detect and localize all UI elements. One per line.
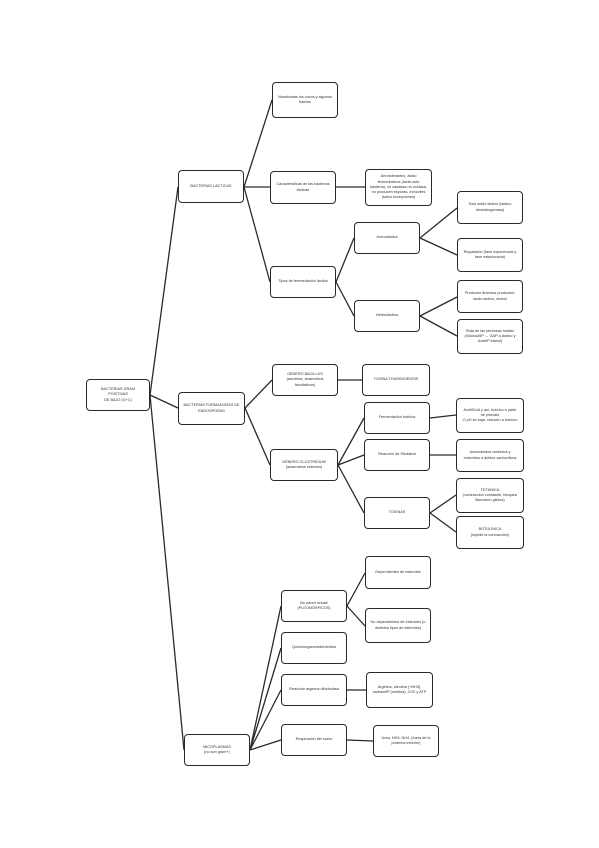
link-clos-ferm: [337, 417, 365, 466]
link-hetero-2: [419, 315, 458, 337]
link-tipos-homo: [335, 237, 355, 283]
link-mico-quimio: [249, 647, 282, 751]
lac-nombre-node: Nombradas los cocos y algunos bacilos: [272, 82, 338, 118]
endosporas-node: BACTERIAS FORMADORAS DE ENDOSPORAS: [178, 392, 245, 425]
link-resp-desc: [346, 739, 374, 742]
clos-reac-desc-label: Aminoácidos oxidados y reducidos a ácido…: [463, 450, 517, 460]
link-clos-toxinas: [337, 464, 365, 514]
mico-arginina-label: Reacción arginina dihidrolasa: [289, 687, 339, 692]
link-root-endosporas: [149, 394, 179, 409]
mico-resp-desc-label: Urea, NH3, NH4, (fuera de la proteína ex…: [381, 735, 431, 745]
link-lacticas-nombre: [243, 99, 273, 188]
lacticas-label: BACTERIAS LÁCTICAS: [190, 183, 232, 188]
link-toxinas-botulinica: [429, 512, 457, 533]
lac-caract-desc-node: Aerotolerantes, ácido fermentativos (lac…: [365, 169, 432, 206]
bac-toxina-label: TOXINA THURINGIENSIS: [373, 377, 419, 382]
link-root-lacticas: [149, 186, 179, 396]
micoplasmas-label: MICOPLASMAS (no son gram+): [203, 744, 231, 754]
mico-dep-label: Dependientes de esteroles: [375, 569, 421, 574]
lac-caract-label: Características de las bacterias láctica…: [276, 182, 330, 192]
lac-tipos-label: Tipos de fermentación láctica: [278, 279, 328, 284]
mico-arg-desc-node: Arginina, citrulina (+NH3), carbamilP (o…: [366, 672, 433, 708]
lac-caract-node: Características de las bacterias láctica…: [270, 171, 336, 204]
micoplasmas-node: MICOPLASMAS (no son gram+): [184, 734, 250, 766]
homo-2-label: Regulación (fase exponencial y fase esta…: [463, 249, 517, 259]
toxinas-node: TOXINAS: [364, 497, 430, 529]
tox-tetanica-node: TETÁNICA (contracción constante, bloquea…: [456, 478, 524, 513]
clos-reac-label: Reacción de Stickland: [378, 452, 416, 457]
homo-2-node: Regulación (fase exponencial y fase esta…: [457, 238, 523, 272]
bacillus-node: GÉNERO BACILLUS (aerobios, anaerobios fa…: [272, 364, 338, 396]
lac-tipos-node: Tipos de fermentación láctica: [270, 266, 336, 298]
mico-nodep-node: No dependientes de esteroles (o distinto…: [365, 608, 431, 643]
link-pared-nodep: [346, 605, 366, 627]
link-endo-bacillus: [244, 379, 273, 409]
mico-quimio-node: Quimioorganoheterótrofos: [281, 632, 347, 664]
hetero-1-node: Producen diversos productos: ácido lácti…: [457, 280, 523, 313]
clostridium-node: GÉNERO CLOSTRIDIUM (anaerobios estrictos…: [270, 449, 338, 481]
tox-botulinica-label: BOTULÍNICA (impide la contracción): [470, 527, 510, 537]
homolactica-node: Homoláctica: [354, 222, 420, 254]
link-pared-dep: [346, 572, 366, 607]
mico-arginina-node: Reacción arginina dihidrolasa: [281, 674, 347, 706]
hetero-2-label: Ruta de las pentosas fosfato (Xilulosa5P…: [464, 328, 516, 344]
mico-pared-label: No pared celular (PLEOMÓRFICOS): [297, 600, 331, 610]
mico-resp-label: Respiración del suero: [295, 737, 333, 742]
link-hetero-1: [419, 296, 458, 317]
link-tipos-hetero: [335, 281, 355, 317]
hetero-1-label: Producen diversos productos: ácido lácti…: [464, 291, 516, 301]
homo-1-label: Solo ácido láctico (lactico deshidrogena…: [468, 202, 512, 212]
clos-ferm-desc-node: AcetilCoA y así, butírico a partir de pi…: [456, 398, 524, 433]
toxinas-label: TOXINAS: [388, 510, 406, 515]
endosporas-label: BACTERIAS FORMADORAS DE ENDOSPORAS: [183, 403, 240, 413]
mico-quimio-label: Quimioorganoheterótrofos: [291, 645, 337, 650]
bacillus-label: GÉNERO BACILLUS (aerobios, anaerobios fa…: [286, 372, 324, 387]
mico-resp-node: Respiración del suero: [281, 724, 347, 756]
heterolactica-label: Heteroláctica: [375, 313, 399, 318]
clos-ferm-node: Fermentación butírica: [364, 402, 430, 434]
link-clos-reac: [337, 454, 365, 466]
lac-nombre-label: Nombradas los cocos y algunos bacilos: [278, 94, 332, 104]
mico-resp-desc-node: Urea, NH3, NH4, (fuera de la proteína ex…: [373, 725, 439, 757]
mico-arg-desc-label: Arginina, citrulina (+NH3), carbamilP (o…: [372, 684, 427, 694]
root-node: BACTERIAS GRAM POSITIVAS DE BAJO (G+C): [86, 379, 150, 411]
link-mico-pared: [249, 605, 282, 751]
mico-dep-node: Dependientes de esteroles: [365, 556, 431, 589]
link-endo-clostridium: [244, 407, 271, 466]
tox-tetanica-label: TETÁNICA (contracción constante, bloquea…: [463, 487, 517, 503]
clos-ferm-label: Fermentación butírica: [378, 415, 416, 420]
hetero-2-node: Ruta de las pentosas fosfato (Xilulosa5P…: [457, 319, 523, 354]
link-homo-1: [419, 207, 458, 239]
link-mico-arginina: [249, 689, 282, 751]
link-mico-resp: [249, 739, 282, 751]
clos-ferm-desc-label: AcetilCoA y así, butírico a partir de pi…: [462, 407, 518, 423]
link-ferm-desc: [429, 414, 457, 419]
lac-caract-desc-label: Aerotolerantes, ácido fermentativos (lac…: [370, 174, 427, 200]
clostridium-label: GÉNERO CLOSTRIDIUM (anaerobios estrictos…: [282, 459, 326, 469]
tox-botulinica-node: BOTULÍNICA (impide la contracción): [456, 516, 524, 549]
link-homo-2: [419, 237, 458, 256]
homolactica-label: Homoláctica: [376, 235, 398, 240]
mico-pared-node: No pared celular (PLEOMÓRFICOS): [281, 590, 347, 622]
homo-1-node: Solo ácido láctico (lactico deshidrogena…: [457, 191, 523, 224]
lacticas-node: BACTERIAS LÁCTICAS: [178, 170, 244, 203]
heterolactica-node: Heteroláctica: [354, 300, 420, 332]
link-lacticas-tipos: [243, 186, 271, 283]
clos-reac-node: Reacción de Stickland: [364, 439, 430, 471]
root-label: BACTERIAS GRAM POSITIVAS DE BAJO (G+C): [101, 387, 135, 402]
bac-toxina-node: TOXINA THURINGIENSIS: [362, 364, 430, 396]
link-root-micoplasmas: [149, 394, 185, 751]
mico-nodep-label: No dependientes de esteroles (o distinto…: [370, 620, 426, 630]
link-toxinas-tetanica: [429, 494, 457, 514]
clos-reac-desc-node: Aminoácidos oxidados y reducidos a ácido…: [456, 439, 524, 472]
